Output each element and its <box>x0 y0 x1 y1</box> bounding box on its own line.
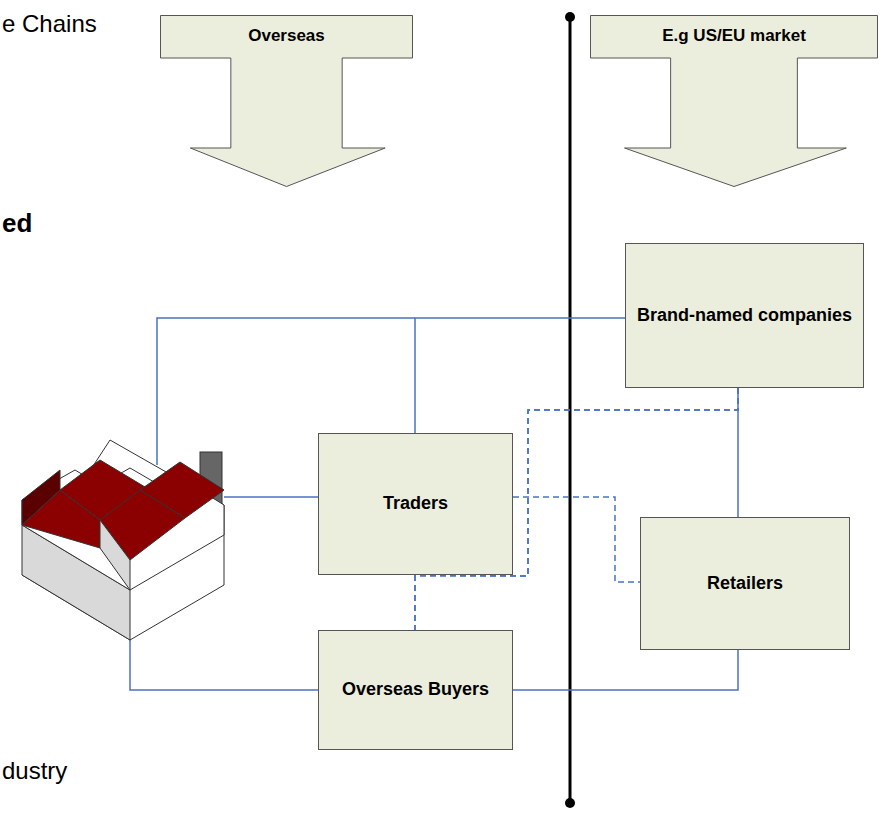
slide-text: ed <box>2 208 32 239</box>
solid-link <box>415 318 625 433</box>
actor-box: Retailers <box>640 517 850 650</box>
factory-illustration <box>22 440 224 640</box>
node-label: Overseas Buyers <box>334 675 497 705</box>
solid-link <box>513 650 738 690</box>
node-label: E.g US/EU market <box>590 15 878 58</box>
slide-text: e Chains <box>2 10 97 38</box>
actor-box: Traders <box>318 433 513 575</box>
actor-box: Overseas Buyers <box>318 630 513 750</box>
slide-text: dustry <box>2 757 67 785</box>
node-label: Traders <box>375 489 456 519</box>
dashed-link <box>414 575 416 630</box>
actor-box: Brand-named companies <box>625 243 864 388</box>
node-label: Overseas <box>160 15 413 58</box>
solid-link <box>737 388 739 517</box>
node-label: Retailers <box>699 569 791 599</box>
region-arrow: E.g US/EU market <box>590 15 878 187</box>
node-label: Brand-named companies <box>629 301 860 331</box>
region-arrow: Overseas <box>160 15 413 187</box>
dashed-link <box>513 497 640 582</box>
